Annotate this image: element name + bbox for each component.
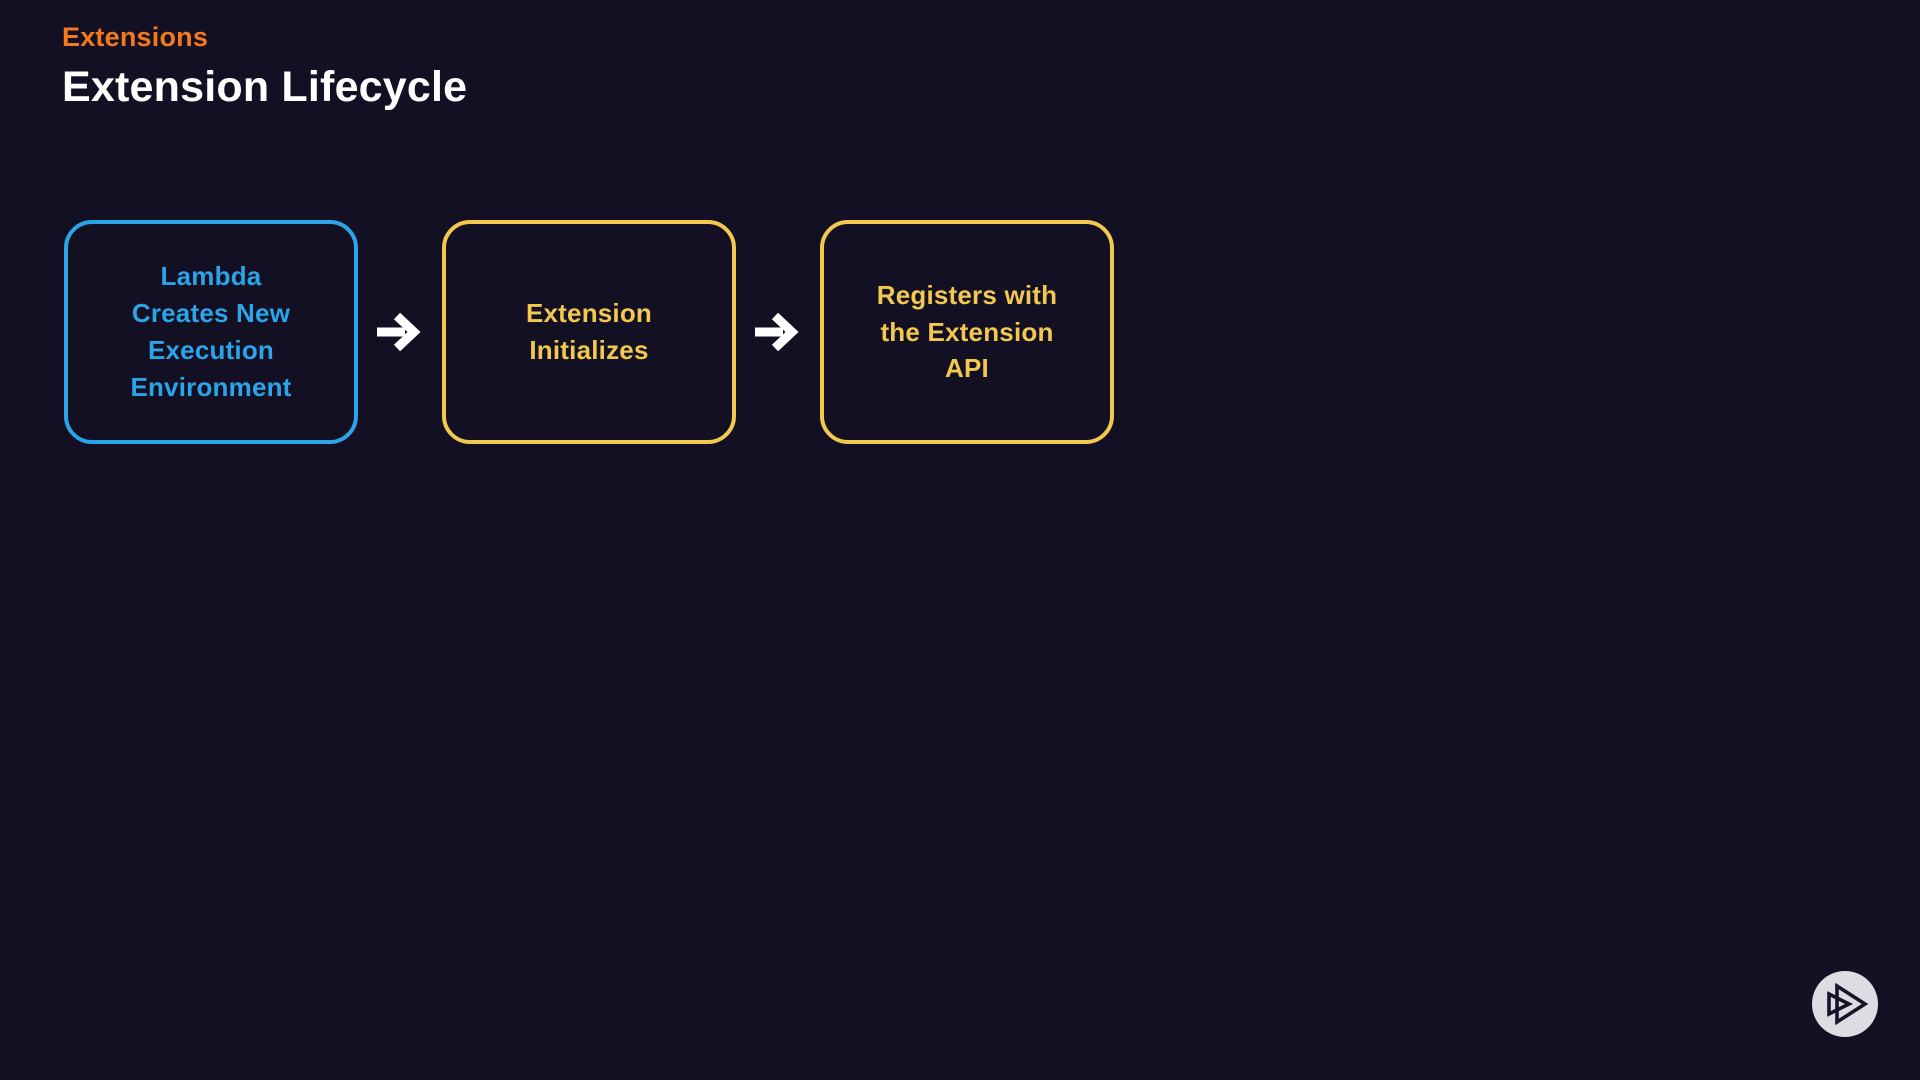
eyebrow-label: Extensions [62,22,209,52]
flow-step-extension-initializes: Extension Initializes [442,220,736,444]
flow-step-label: Registers with the Extension API [876,279,1058,384]
flow-step-lambda-creates-environment: Lambda Creates New Execution Environment [64,220,358,444]
play-triangles-icon [1812,971,1878,1037]
flow-arrow-cell [358,220,442,444]
page-title: Extension Lifecycle [62,63,468,112]
flow-step-label: Extension Initializes [525,298,653,365]
flow-arrow-cell [736,220,820,444]
slide-header: Extensions Extension Lifecycle [62,22,467,111]
arrow-right-icon [755,312,799,352]
flow-step-registers-with-extension-api: Registers with the Extension API [820,220,1114,444]
flow-diagram: Lambda Creates New Execution Environment… [64,220,1114,444]
arrow-right-icon [377,312,421,352]
flow-step-label: Lambda Creates New Execution Environment [130,261,292,402]
pluralsight-logo [1811,970,1879,1038]
